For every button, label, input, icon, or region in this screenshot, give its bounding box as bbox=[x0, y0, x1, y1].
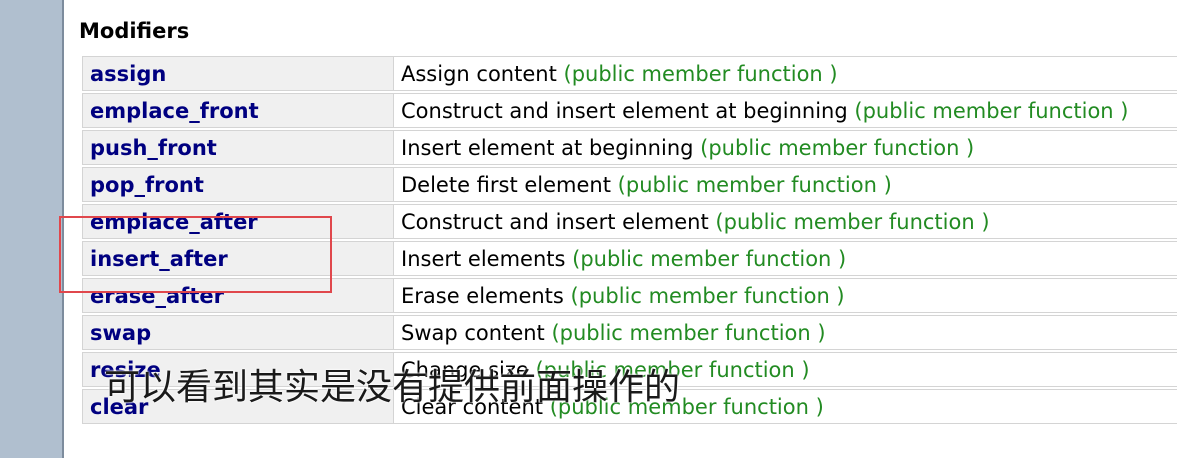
member-desc-cell: Insert element at beginning (public memb… bbox=[394, 130, 1177, 165]
member-description: Construct and insert element bbox=[401, 209, 709, 234]
member-description: Insert element at beginning bbox=[401, 135, 694, 160]
modifiers-table: assign Assign content (public member fun… bbox=[82, 54, 1177, 426]
member-description: Assign content bbox=[401, 61, 557, 86]
section-title: Modifiers bbox=[79, 19, 190, 43]
member-kind: (public member function ) bbox=[715, 209, 990, 234]
member-kind: (public member function ) bbox=[572, 246, 847, 271]
member-desc-cell: Construct and insert element at beginnin… bbox=[394, 93, 1177, 128]
member-description: Insert elements bbox=[401, 246, 566, 271]
member-kind: (public member function ) bbox=[854, 98, 1129, 123]
table-row: assign Assign content (public member fun… bbox=[82, 56, 1177, 91]
member-link-pop-front[interactable]: pop_front bbox=[90, 172, 204, 197]
table-row: emplace_after Construct and insert eleme… bbox=[82, 204, 1177, 239]
member-name-cell: emplace_front bbox=[82, 93, 394, 128]
table-row: emplace_front Construct and insert eleme… bbox=[82, 93, 1177, 128]
member-desc-cell: Insert elements (public member function … bbox=[394, 241, 1177, 276]
member-desc-cell: Erase elements (public member function ) bbox=[394, 278, 1177, 313]
member-kind: (public member function ) bbox=[617, 172, 892, 197]
member-name-cell: assign bbox=[82, 56, 394, 91]
member-description: Change size bbox=[401, 357, 529, 382]
table-row: resize Change size (public member functi… bbox=[82, 352, 1177, 387]
member-link-clear[interactable]: clear bbox=[90, 394, 149, 419]
table-row: erase_after Erase elements (public membe… bbox=[82, 278, 1177, 313]
table-row: push_front Insert element at beginning (… bbox=[82, 130, 1177, 165]
member-kind: (public member function ) bbox=[570, 283, 845, 308]
member-kind: (public member function ) bbox=[549, 394, 824, 419]
member-name-cell: push_front bbox=[82, 130, 394, 165]
member-desc-cell: Delete first element (public member func… bbox=[394, 167, 1177, 202]
member-link-insert-after[interactable]: insert_after bbox=[90, 246, 228, 271]
member-link-resize[interactable]: resize bbox=[90, 357, 161, 382]
table-row: pop_front Delete first element (public m… bbox=[82, 167, 1177, 202]
member-name-cell: insert_after bbox=[82, 241, 394, 276]
member-name-cell: pop_front bbox=[82, 167, 394, 202]
member-kind: (public member function ) bbox=[700, 135, 975, 160]
member-link-swap[interactable]: swap bbox=[90, 320, 152, 345]
member-description: Erase elements bbox=[401, 283, 564, 308]
member-desc-cell: Clear content (public member function ) bbox=[394, 389, 1177, 424]
table-row: insert_after Insert elements (public mem… bbox=[82, 241, 1177, 276]
member-desc-cell: Construct and insert element (public mem… bbox=[394, 204, 1177, 239]
member-link-erase-after[interactable]: erase_after bbox=[90, 283, 224, 308]
member-link-push-front[interactable]: push_front bbox=[90, 135, 217, 160]
member-description: Swap content bbox=[401, 320, 545, 345]
member-description: Clear content bbox=[401, 394, 543, 419]
table-row: clear Clear content (public member funct… bbox=[82, 389, 1177, 424]
member-name-cell: swap bbox=[82, 315, 394, 350]
member-kind: (public member function ) bbox=[551, 320, 826, 345]
left-gutter bbox=[0, 0, 64, 458]
member-name-cell: emplace_after bbox=[82, 204, 394, 239]
member-kind: (public member function ) bbox=[535, 357, 810, 382]
member-link-emplace-after[interactable]: emplace_after bbox=[90, 209, 258, 234]
member-name-cell: clear bbox=[82, 389, 394, 424]
member-kind: (public member function ) bbox=[563, 61, 838, 86]
table-row: swap Swap content (public member functio… bbox=[82, 315, 1177, 350]
member-description: Construct and insert element at beginnin… bbox=[401, 98, 848, 123]
member-desc-cell: Assign content (public member function ) bbox=[394, 56, 1177, 91]
member-desc-cell: Swap content (public member function ) bbox=[394, 315, 1177, 350]
member-name-cell: resize bbox=[82, 352, 394, 387]
member-link-assign[interactable]: assign bbox=[90, 61, 167, 86]
member-desc-cell: Change size (public member function ) bbox=[394, 352, 1177, 387]
member-name-cell: erase_after bbox=[82, 278, 394, 313]
member-link-emplace-front[interactable]: emplace_front bbox=[90, 98, 259, 123]
content-area: Modifiers assign Assign content (public … bbox=[66, 0, 1177, 458]
member-description: Delete first element bbox=[401, 172, 611, 197]
